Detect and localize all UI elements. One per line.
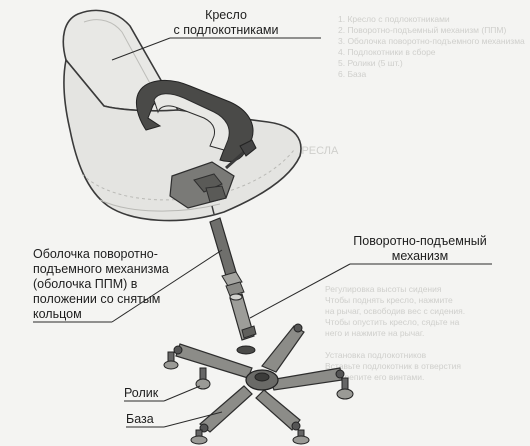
leader-line xyxy=(163,411,223,428)
label-caster: Ролик xyxy=(124,386,159,400)
callout-caster: Ролик xyxy=(124,385,201,402)
label-armchair-line2: с подлокотниками xyxy=(173,23,278,37)
bg-list-item: 6. База xyxy=(338,69,367,79)
label-housing-line1: Оболочка поворотно- xyxy=(33,247,158,261)
removed-ring xyxy=(236,345,256,355)
caster xyxy=(190,429,208,445)
callout-gas-lift: Поворотно-подъемный механизм xyxy=(249,234,492,319)
gas-lift-housing xyxy=(209,217,245,297)
bg-paragraph-line: на рычаг, освободив вес с сидения. xyxy=(325,306,465,316)
bg-paragraph-line: Чтобы опустить кресло, сядьте на xyxy=(325,317,460,327)
label-housing-line3: (оболочка ППМ) в xyxy=(33,277,138,291)
gas-lift-cylinder xyxy=(229,293,257,341)
label-armchair-line1: Кресло xyxy=(205,8,247,22)
bg-paragraph-line: Вставьте подлокотник в отверстия xyxy=(325,361,461,371)
bg-paragraph-line: Чтобы поднять кресло, нажмите xyxy=(325,295,453,305)
leader-line xyxy=(163,385,201,402)
label-housing-line2: подъемного механизма xyxy=(33,262,169,276)
armrest xyxy=(135,79,254,163)
bg-list-item: 2. Поворотно-подъемный механизм (ППМ) xyxy=(338,25,507,35)
caster xyxy=(336,377,354,400)
bg-list-item: 4. Подлокотники в сборе xyxy=(338,47,436,57)
bg-list-item: 1. Кресло с подлокотниками xyxy=(338,14,450,24)
bg-list-item: 3. Оболочка поворотно-подъемного механиз… xyxy=(338,36,525,46)
label-base: База xyxy=(126,412,154,426)
label-housing-line4: положении со снятым xyxy=(33,292,160,306)
bg-paragraph-line: него и нажмите на рычаг. xyxy=(325,328,424,338)
leader-line xyxy=(111,37,171,61)
caster xyxy=(163,351,179,370)
leader-line xyxy=(111,249,223,323)
bg-paragraph-line: и закрепите его винтами. xyxy=(325,372,424,382)
bg-paragraph-line: Регулировка высоты сидения xyxy=(325,284,442,294)
star-base xyxy=(173,323,345,433)
bg-list-item: 5. Ролики (5 шт.) xyxy=(338,58,403,68)
callout-armchair: Кресло с подлокотниками xyxy=(111,8,321,61)
bg-paragraph-line: Установка подлокотников xyxy=(325,350,427,360)
callout-base: База xyxy=(126,411,223,428)
label-gas-lift-line2: механизм xyxy=(392,249,449,263)
callout-gas-lift-housing: Оболочка поворотно- подъемного механизма… xyxy=(33,247,223,323)
tilt-mechanism xyxy=(169,139,257,215)
label-housing-line5: кольцом xyxy=(33,307,82,321)
label-gas-lift-line1: Поворотно-подъемный xyxy=(353,234,486,248)
leader-line xyxy=(249,263,351,319)
caster xyxy=(195,367,211,390)
caster xyxy=(292,429,310,445)
